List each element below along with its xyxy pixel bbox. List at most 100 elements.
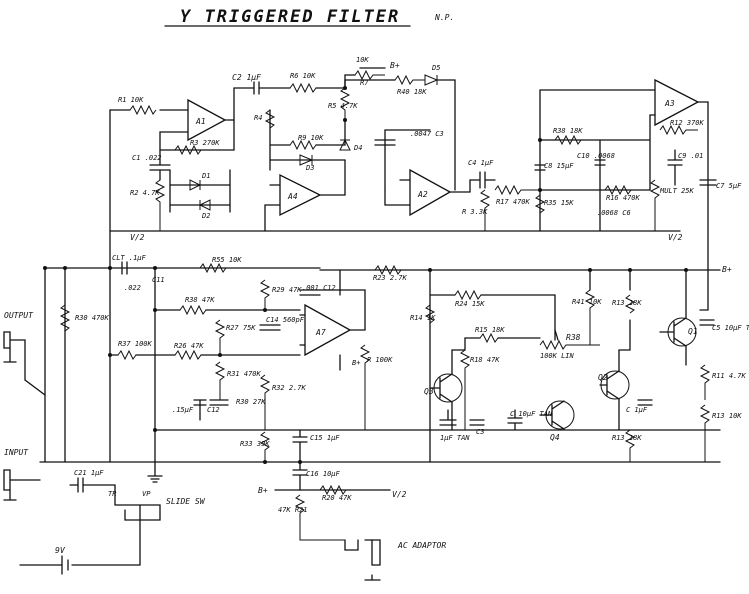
rk2-resistor xyxy=(479,332,499,344)
bplus-right-label: B+ xyxy=(722,265,732,274)
c11-label: C11 xyxy=(152,276,165,284)
c3-cap xyxy=(374,139,396,191)
r40-wire xyxy=(344,79,396,89)
r13-resistor xyxy=(699,404,711,462)
r13-label: R13 10K xyxy=(712,412,742,420)
input-jack xyxy=(3,469,41,491)
r27-resistor xyxy=(214,319,226,355)
c13-label: .15μF xyxy=(172,406,194,414)
c-1uf-label: 1μF TAN xyxy=(440,434,470,442)
r18-lower-resistor xyxy=(459,349,471,430)
r9-label: R9 10K xyxy=(298,134,324,142)
d4-diode xyxy=(339,138,351,151)
schematic-title: Y TRIGGERED FILTER xyxy=(180,7,400,27)
r33-resistor xyxy=(259,431,271,462)
output-label: OUTPUT xyxy=(4,311,34,320)
r18-lower-label: R18 47K xyxy=(470,356,500,364)
r11-resistor xyxy=(699,364,711,400)
r17-resistor xyxy=(494,184,540,196)
battery-wires xyxy=(19,519,141,566)
d2-label: D2 xyxy=(201,212,210,220)
transistor-q3: Q3 xyxy=(424,373,463,403)
a1-output xyxy=(224,87,255,121)
r40-label: R40 18K xyxy=(397,88,427,96)
r21b-label: 47K R21 xyxy=(278,506,308,514)
author-initials: N.P. xyxy=(434,13,454,22)
c-1uf3-label: C 1μF xyxy=(626,406,648,414)
r38l-resistor xyxy=(179,304,207,316)
right-col-1 xyxy=(589,269,631,291)
q3-label: Q3 xyxy=(424,387,434,396)
slide-switch-label: SLIDE SW xyxy=(166,497,206,506)
c8-cap xyxy=(534,164,546,171)
c-1uf3-cap xyxy=(637,399,653,406)
r18-resistor xyxy=(554,134,582,146)
c3b-cap xyxy=(469,419,485,426)
junction-dots xyxy=(43,86,688,464)
c2-cap xyxy=(253,81,291,95)
a7-wires xyxy=(299,269,366,371)
r17-label: R17 470K xyxy=(496,198,531,206)
r38-wiper xyxy=(554,329,559,341)
opamp-a7-label: A7 xyxy=(315,328,326,337)
r27-label: R27 75K xyxy=(226,324,256,332)
r16-resistor xyxy=(604,184,632,196)
switch-tr-label: TR xyxy=(108,490,116,498)
r35-resistor xyxy=(534,194,546,214)
opamp-a1: A1 xyxy=(187,98,227,142)
output-ground xyxy=(3,347,17,363)
r1-resistor xyxy=(129,104,157,116)
upper-vhalf-label-right: V/2 xyxy=(668,233,683,242)
d3-label: D3 xyxy=(305,164,314,172)
c12b-cap xyxy=(209,399,229,406)
r5-resistor xyxy=(339,87,351,120)
r29-label: R29 47K xyxy=(272,286,302,294)
output-jack xyxy=(3,331,46,396)
c4-cap xyxy=(469,171,496,189)
a7-bplus-label: B+ xyxy=(352,359,360,367)
r32-label: R32 2.7K xyxy=(272,384,307,392)
opamp-a2: A2 xyxy=(409,168,452,217)
d5-diode xyxy=(424,74,439,86)
r29-resistor xyxy=(259,279,271,310)
r6-to-node xyxy=(315,74,356,89)
r-trim-label: MULT 25K xyxy=(659,187,695,195)
c-in-label: C21 1μF xyxy=(74,469,104,477)
c15-label: C15 1μF xyxy=(310,434,340,442)
r7-resistor xyxy=(354,69,385,81)
transistor-q2: Q2 xyxy=(598,370,630,400)
r21-resistor xyxy=(359,344,371,430)
r31-resistor xyxy=(214,361,226,400)
r26-label: R26 47K xyxy=(174,342,204,350)
r-3k3-label: R 3.3K xyxy=(462,208,488,216)
r-3k3-resistor xyxy=(479,189,491,231)
d4-label: D4 xyxy=(353,144,362,152)
r32-resistor xyxy=(259,374,271,430)
r23-resistor xyxy=(374,264,402,276)
c16-cap xyxy=(292,461,308,491)
r6-resistor xyxy=(289,82,317,94)
right-output-vertical xyxy=(699,269,709,311)
c10-cap xyxy=(594,159,606,166)
ac-adaptor-jack xyxy=(344,539,381,581)
d5-label: D5 xyxy=(431,64,440,72)
r6-label: R6 10K xyxy=(290,72,316,80)
c12b-label: C12 xyxy=(207,406,220,414)
r41-resistor xyxy=(584,289,596,345)
r4-resistor xyxy=(264,109,276,129)
upper-vhalf-label: V/2 xyxy=(130,233,145,242)
bplus-bottom-label: B+ xyxy=(258,486,268,495)
r12-resistor xyxy=(659,124,698,136)
c16-label: C16 10μF xyxy=(306,470,341,478)
a2-wires xyxy=(384,179,471,206)
r1-label: R1 10K xyxy=(118,96,144,104)
r31-label: R31 470K xyxy=(227,370,262,378)
r55-label: R55 10K xyxy=(212,256,242,264)
r-left-label: .022 xyxy=(124,284,141,292)
c13-cap xyxy=(193,399,207,421)
r23-label: R23 2.7K xyxy=(373,274,408,282)
c5-cap xyxy=(699,319,715,326)
c1-wire xyxy=(149,149,171,181)
opamp-a3: A3 xyxy=(654,78,700,127)
